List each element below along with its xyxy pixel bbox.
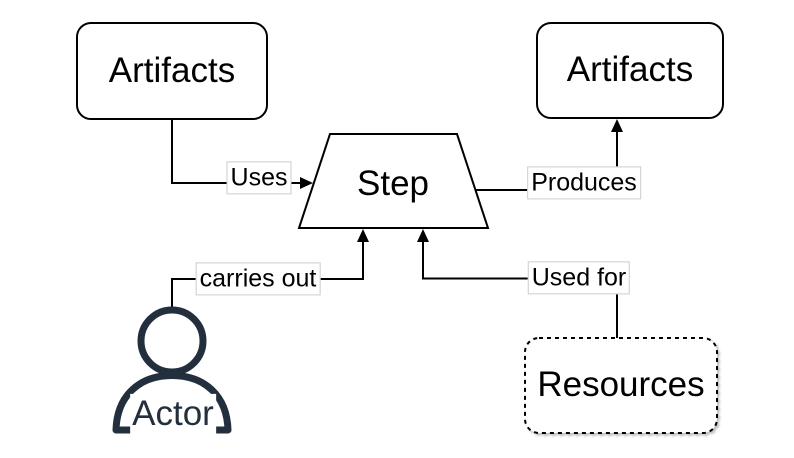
resources-node — [524, 337, 718, 434]
edge-uses-label: Uses — [226, 161, 292, 195]
arrowhead-carries-out-icon — [357, 229, 369, 242]
artifacts-right-node — [536, 22, 724, 119]
arrowhead-uses-icon — [300, 177, 313, 189]
actor-head-icon — [137, 306, 207, 376]
edge-produces-label: Produces — [527, 166, 641, 200]
artifacts-left-label: Artifacts — [108, 50, 236, 90]
edge-used-for-line — [422, 240, 618, 338]
artifacts-right-label: Artifacts — [566, 49, 694, 89]
artifacts-left-node — [76, 22, 268, 120]
arrowhead-used-for-icon — [417, 229, 429, 242]
edge-carries-out-label: carries out — [195, 262, 321, 296]
resources-label: Resources — [537, 364, 705, 404]
step-label: Step — [357, 163, 429, 203]
step-node — [297, 133, 490, 229]
actor-label: Actor — [130, 393, 216, 435]
arrowhead-produces-icon — [611, 119, 623, 132]
edge-arrowheads — [300, 119, 623, 242]
edge-used-for-label: Used for — [527, 261, 631, 295]
